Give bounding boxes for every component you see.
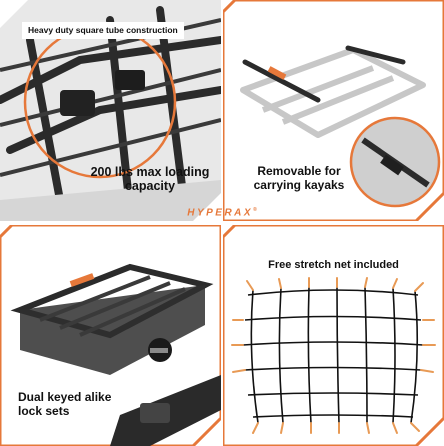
panel-caption: Removable for carrying kayaks bbox=[253, 164, 345, 192]
brand-logo: HYPERAX® bbox=[0, 207, 444, 218]
panel-stretch-net: Free stretch net included bbox=[223, 225, 444, 446]
panel-banner: Heavy duty square tube construction bbox=[22, 22, 184, 39]
panel-square-tube: Heavy duty square tube construction 200 … bbox=[0, 0, 221, 221]
panel-keyed-locks: Dual keyed alike lock sets bbox=[0, 225, 221, 446]
panel-caption: Dual keyed alike lock sets bbox=[18, 390, 112, 418]
rack-lock-illustration bbox=[0, 225, 221, 446]
brand-name: HYPERAX bbox=[187, 207, 254, 219]
panel-removable: Removable for carrying kayaks bbox=[223, 0, 444, 221]
panel-caption: 200 lbs max loading capacity bbox=[90, 165, 210, 194]
cargo-net-illustration bbox=[223, 225, 444, 446]
panel-caption: Free stretch net included bbox=[268, 259, 399, 271]
brand-mark: ® bbox=[253, 207, 257, 213]
removable-bars-illustration bbox=[223, 0, 444, 221]
